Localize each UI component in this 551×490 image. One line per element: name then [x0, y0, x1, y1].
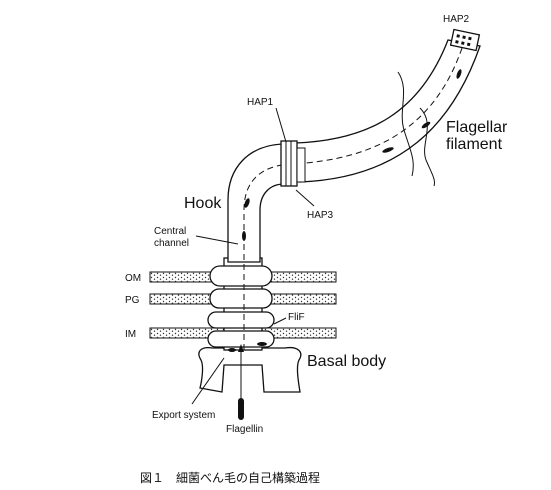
- p-ring: [209, 288, 273, 309]
- om-label: OM: [125, 273, 141, 284]
- hap2-label: HAP2: [443, 14, 470, 25]
- central-channel-label-line1: Central: [154, 226, 186, 237]
- flagellar-filament: [295, 39, 481, 183]
- figure-caption: 図１ 細菌べん毛の自己構築過程: [140, 470, 320, 485]
- hap2-cap: [449, 28, 481, 52]
- im-label: IM: [125, 329, 136, 340]
- flagellin-molecule: [238, 398, 244, 420]
- l-ring: [209, 265, 273, 287]
- pg-label: PG: [125, 295, 140, 306]
- flagellar-filament-label-line1: Flagellar: [446, 119, 508, 136]
- leader-lines: [191, 107, 315, 405]
- hap1-label: HAP1: [247, 97, 274, 108]
- flagellin-subunits: [228, 69, 462, 352]
- central-channel-label-line2: channel: [154, 238, 189, 249]
- filament-break-mark-right: [419, 107, 435, 187]
- flagellin-label: Flagellin: [226, 424, 263, 435]
- hap3-label: HAP3: [307, 210, 334, 221]
- flagellin-arrowhead: [238, 344, 244, 352]
- flif-label: FliF: [288, 312, 305, 323]
- flagellar-filament-label-line2: filament: [446, 136, 503, 153]
- basal-body-c-ring: [198, 346, 302, 393]
- basal-body-label: Basal body: [307, 353, 386, 370]
- export-system-label: Export system: [152, 410, 215, 421]
- filament-break-mark-left: [397, 71, 414, 177]
- hap1-junction: [280, 140, 306, 187]
- central-channel-path: [243, 41, 465, 350]
- ms-ring-upper: [207, 311, 275, 329]
- basal-body-rings: [207, 265, 275, 348]
- hook-label: Hook: [184, 195, 222, 212]
